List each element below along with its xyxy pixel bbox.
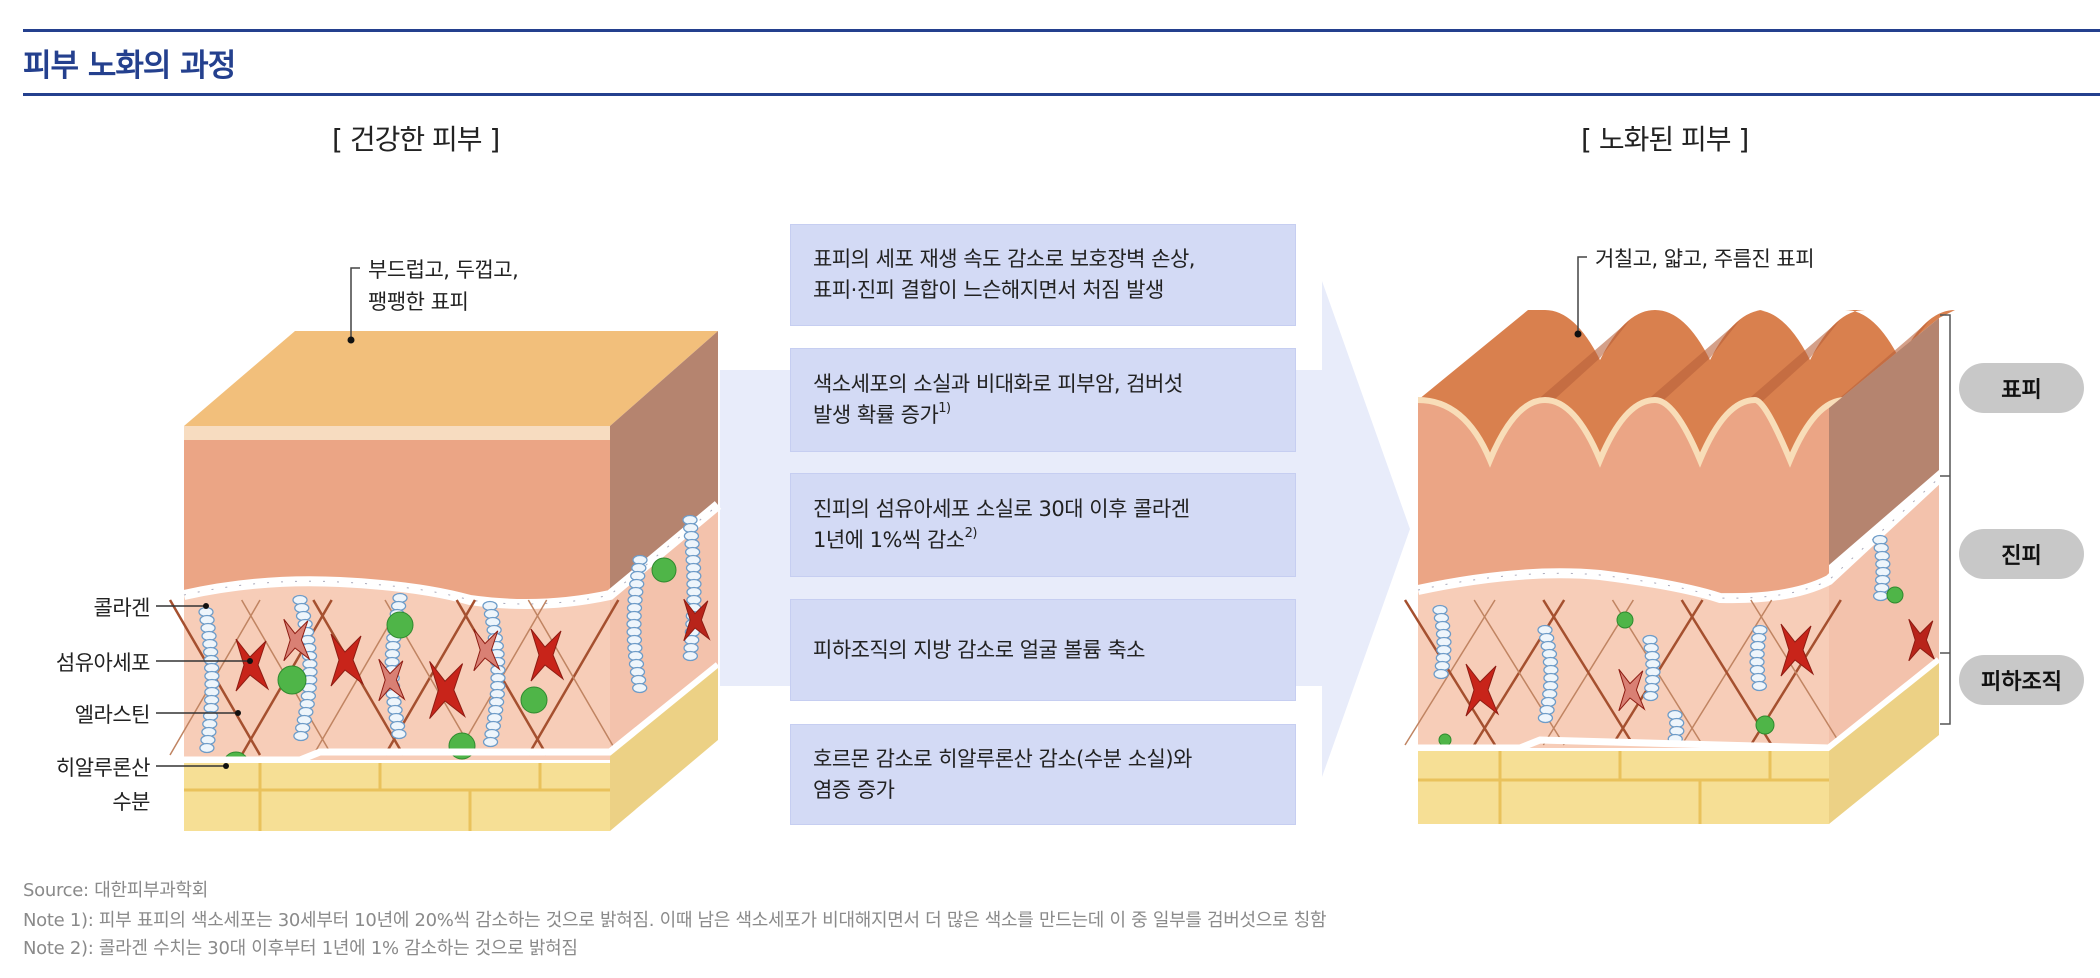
- fibroblast-cell: [429, 661, 466, 719]
- change-box-3-line1: 진피의 섬유아세포 소실로 30대 이후 콜라겐: [813, 497, 1190, 521]
- aged-basal-cells: [1416, 474, 1943, 604]
- title-top-rule: [23, 29, 2100, 32]
- collagen-bead: [199, 742, 215, 754]
- fibroblast-cell: [530, 628, 565, 682]
- change-box-5-line1: 호르몬 감소로 히알루론산 감소(수분 소실)와: [813, 746, 1192, 771]
- hyaluronic-acid-dot: [386, 611, 414, 639]
- healthy-side-epidermis: [610, 331, 718, 600]
- label-fibroblast: 섬유아세포: [55, 651, 151, 675]
- aged-rim: [1417, 396, 1847, 468]
- footnote-2: Note 2): 콜라겐 수치는 30대 이후부터 1년에 1% 감소하는 것으…: [23, 938, 578, 959]
- change-box-5-line2: 염증 증가: [813, 777, 895, 802]
- aged-skin-title: [ 노화된 피부 ]: [1581, 123, 1749, 156]
- layer-pill-subcutaneous: 피하조직: [1959, 655, 2084, 705]
- fibroblast-cell: [1780, 623, 1815, 677]
- aged-epidermis: [1418, 400, 1845, 600]
- aged-hyaluronic-dots: [1438, 586, 1904, 747]
- label-water: 수분: [112, 790, 150, 814]
- healthy-skin-cube: [156, 267, 722, 831]
- change-box-2-line2: 발생 확률 증가: [813, 403, 939, 427]
- change-box-1-line1: 표피의 세포 재생 속도 감소로 보호장벽 손상,: [813, 247, 1196, 271]
- fibroblast-cell: [1618, 668, 1646, 712]
- fibroblast-cell: [330, 633, 365, 687]
- healthy-label-leaders: [156, 605, 250, 767]
- healthy-basal-cells: [182, 501, 722, 609]
- hyaluronic-acid-dot: [520, 686, 548, 714]
- fibroblast-cell: [235, 638, 270, 692]
- aged-skin-cube: [1403, 256, 1955, 824]
- collagen-bead: [1751, 680, 1768, 692]
- change-box-1: 표피의 세포 재생 속도 감소로 보호장벽 손상, 표피·진피 결합이 느슨해지…: [790, 224, 1296, 326]
- change-box-1-line2: 표피·진피 결합이 느슨해지면서 처짐 발생: [813, 278, 1164, 302]
- fibroblast-cell: [378, 658, 406, 702]
- healthy-stratum-band: [184, 426, 610, 440]
- page-title: 피부 노화의 과정: [23, 48, 236, 84]
- hyaluronic-acid-dot: [1438, 733, 1452, 747]
- layer-pill-dermis: 진피: [1959, 529, 2084, 579]
- healthy-subq-line: [184, 662, 721, 764]
- change-box-5: 호르몬 감소로 히알루론산 감소(수분 소실)와 염증 증가: [790, 724, 1296, 825]
- title-bottom-rule: [23, 93, 2100, 96]
- healthy-epidermis-label-line1: 부드럽고, 두껍고,: [368, 258, 519, 282]
- elastin-fiber: [1750, 599, 1842, 746]
- change-box-3: 진피의 섬유아세포 소실로 30대 이후 콜라겐 1년에 1%씩 감소2): [790, 473, 1296, 577]
- aged-epidermis-label: 거칠고, 얇고, 주름진 표피: [1595, 247, 1815, 271]
- hyaluronic-acid-dot: [1886, 586, 1904, 604]
- source-note: Source: 대한피부과학회: [23, 880, 209, 901]
- footnote-ref-2: 2): [964, 526, 978, 541]
- change-box-3-line2: 1년에 1%씩 감소: [813, 528, 965, 552]
- change-box-2-line1: 색소세포의 소실과 비대화로 피부암, 검버섯: [813, 372, 1183, 396]
- change-box-2: 색소세포의 소실과 비대화로 피부암, 검버섯 발생 확률 증가1): [790, 348, 1296, 452]
- change-box-2-line2-wrap: 발생 확률 증가1): [813, 400, 1295, 431]
- aged-dermis: [1418, 573, 1829, 748]
- hyaluronic-acid-dot: [651, 557, 677, 583]
- healthy-epidermis-label-line2: 팽팽한 표피: [368, 290, 469, 314]
- collagen-bead: [682, 650, 699, 662]
- fibroblasts: [235, 598, 711, 719]
- collagen-bead: [1537, 712, 1554, 724]
- collagen-bead: [293, 730, 309, 742]
- aged-side-epidermis: [1829, 318, 1939, 565]
- label-elastin: 엘라스틴: [74, 703, 151, 727]
- healthy-epidermis: [184, 440, 610, 600]
- aged-collagen-fragments: [1432, 534, 1891, 745]
- aged-top-face: [1418, 310, 1955, 460]
- aged-fibroblasts: [1465, 618, 1936, 717]
- footnote-1: Note 1): 피부 표피의 색소세포는 30세부터 10년에 20%씩 감소…: [23, 910, 1327, 931]
- collagen-bead: [1642, 690, 1659, 702]
- collagen-bead: [391, 728, 407, 740]
- collagen-bead: [1433, 668, 1449, 680]
- fibroblast-cell: [473, 628, 501, 672]
- aged-subcutaneous: [1418, 751, 1829, 824]
- label-collagen: 콜라겐: [93, 596, 151, 620]
- footnote-ref-1: 1): [938, 401, 951, 416]
- collagen-bead: [632, 682, 648, 694]
- collagen-bead: [1872, 590, 1889, 602]
- healthy-epidermis-label: 부드럽고, 두껍고, 팽팽한 표피: [368, 254, 519, 318]
- fibroblast-cell: [683, 598, 711, 642]
- elastin-fiber: [527, 599, 619, 756]
- label-hyaluronic-acid: 히알루론산: [55, 756, 151, 780]
- layer-bracket: [1940, 314, 1951, 725]
- healthy-top-face: [184, 331, 718, 426]
- healthy-subcutaneous: [184, 763, 610, 831]
- healthy-side-subq: [610, 668, 718, 831]
- hyaluronic-acid-dot: [1616, 611, 1634, 629]
- healthy-skin-title: [ 건강한 피부 ]: [332, 123, 500, 156]
- change-box-3-line2-wrap: 1년에 1%씩 감소2): [813, 525, 1295, 556]
- healthy-epidermis-leader: [350, 267, 360, 339]
- aged-epidermis-leader: [1577, 256, 1587, 333]
- layer-pill-epidermis: 표피: [1959, 363, 2084, 413]
- hyaluronic-acid-dot: [1755, 715, 1775, 735]
- fibroblast-cell: [1465, 663, 1500, 717]
- change-box-4: 피하조직의 지방 감소로 얼굴 볼륨 축소: [790, 599, 1296, 701]
- hyaluronic-acid-dot: [277, 665, 307, 695]
- collagen-bead: [482, 736, 499, 748]
- change-box-4-line1: 피하조직의 지방 감소로 얼굴 볼륨 축소: [813, 637, 1146, 662]
- fibroblast-cell: [283, 618, 311, 662]
